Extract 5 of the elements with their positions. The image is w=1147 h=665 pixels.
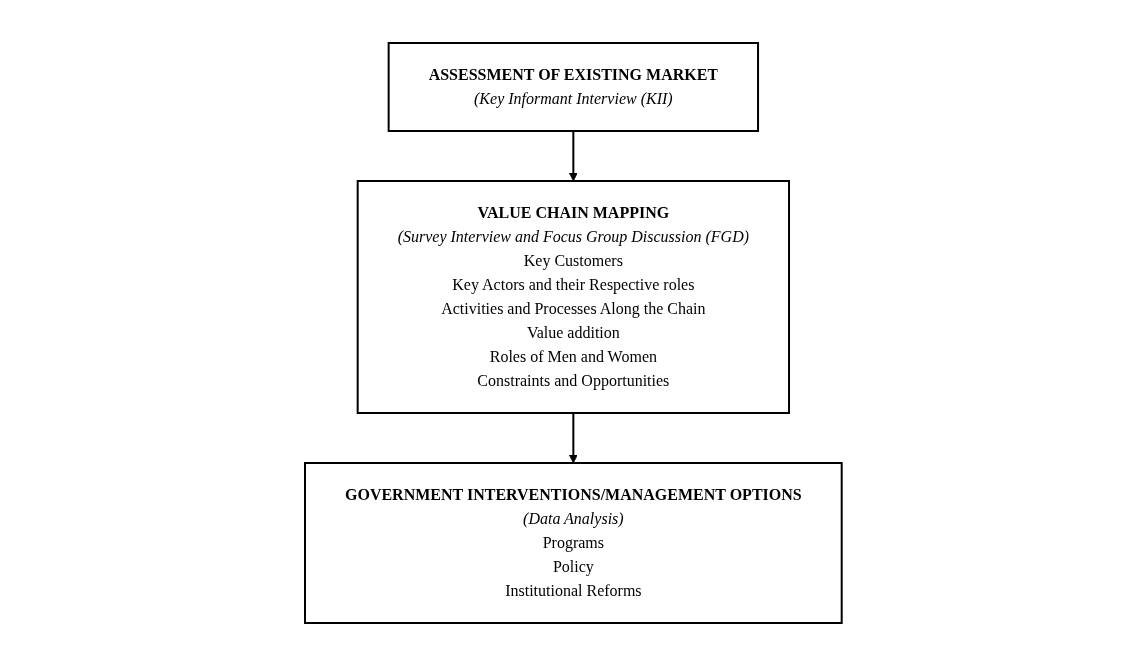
node-box: VALUE CHAIN MAPPING (Survey Interview and Focus Group Discussion (FGD) Key Customers Key Actors and their Respective roles Activities and Processes Along the Chain Value addition Roles of Men and Women Constraints and Opportunities bbox=[356, 179, 791, 414]
node-box: ASSESSMENT OF EXISTING MARKET (Key Informant Interview (KII) bbox=[387, 41, 760, 132]
node-box: GOVERNMENT INTERVENTIONS/MANAGEMENT OPTIONS (Data Analysis) Programs Policy Institutional Reforms bbox=[304, 461, 843, 624]
arrow bbox=[569, 129, 578, 181]
arrow bbox=[569, 411, 578, 463]
